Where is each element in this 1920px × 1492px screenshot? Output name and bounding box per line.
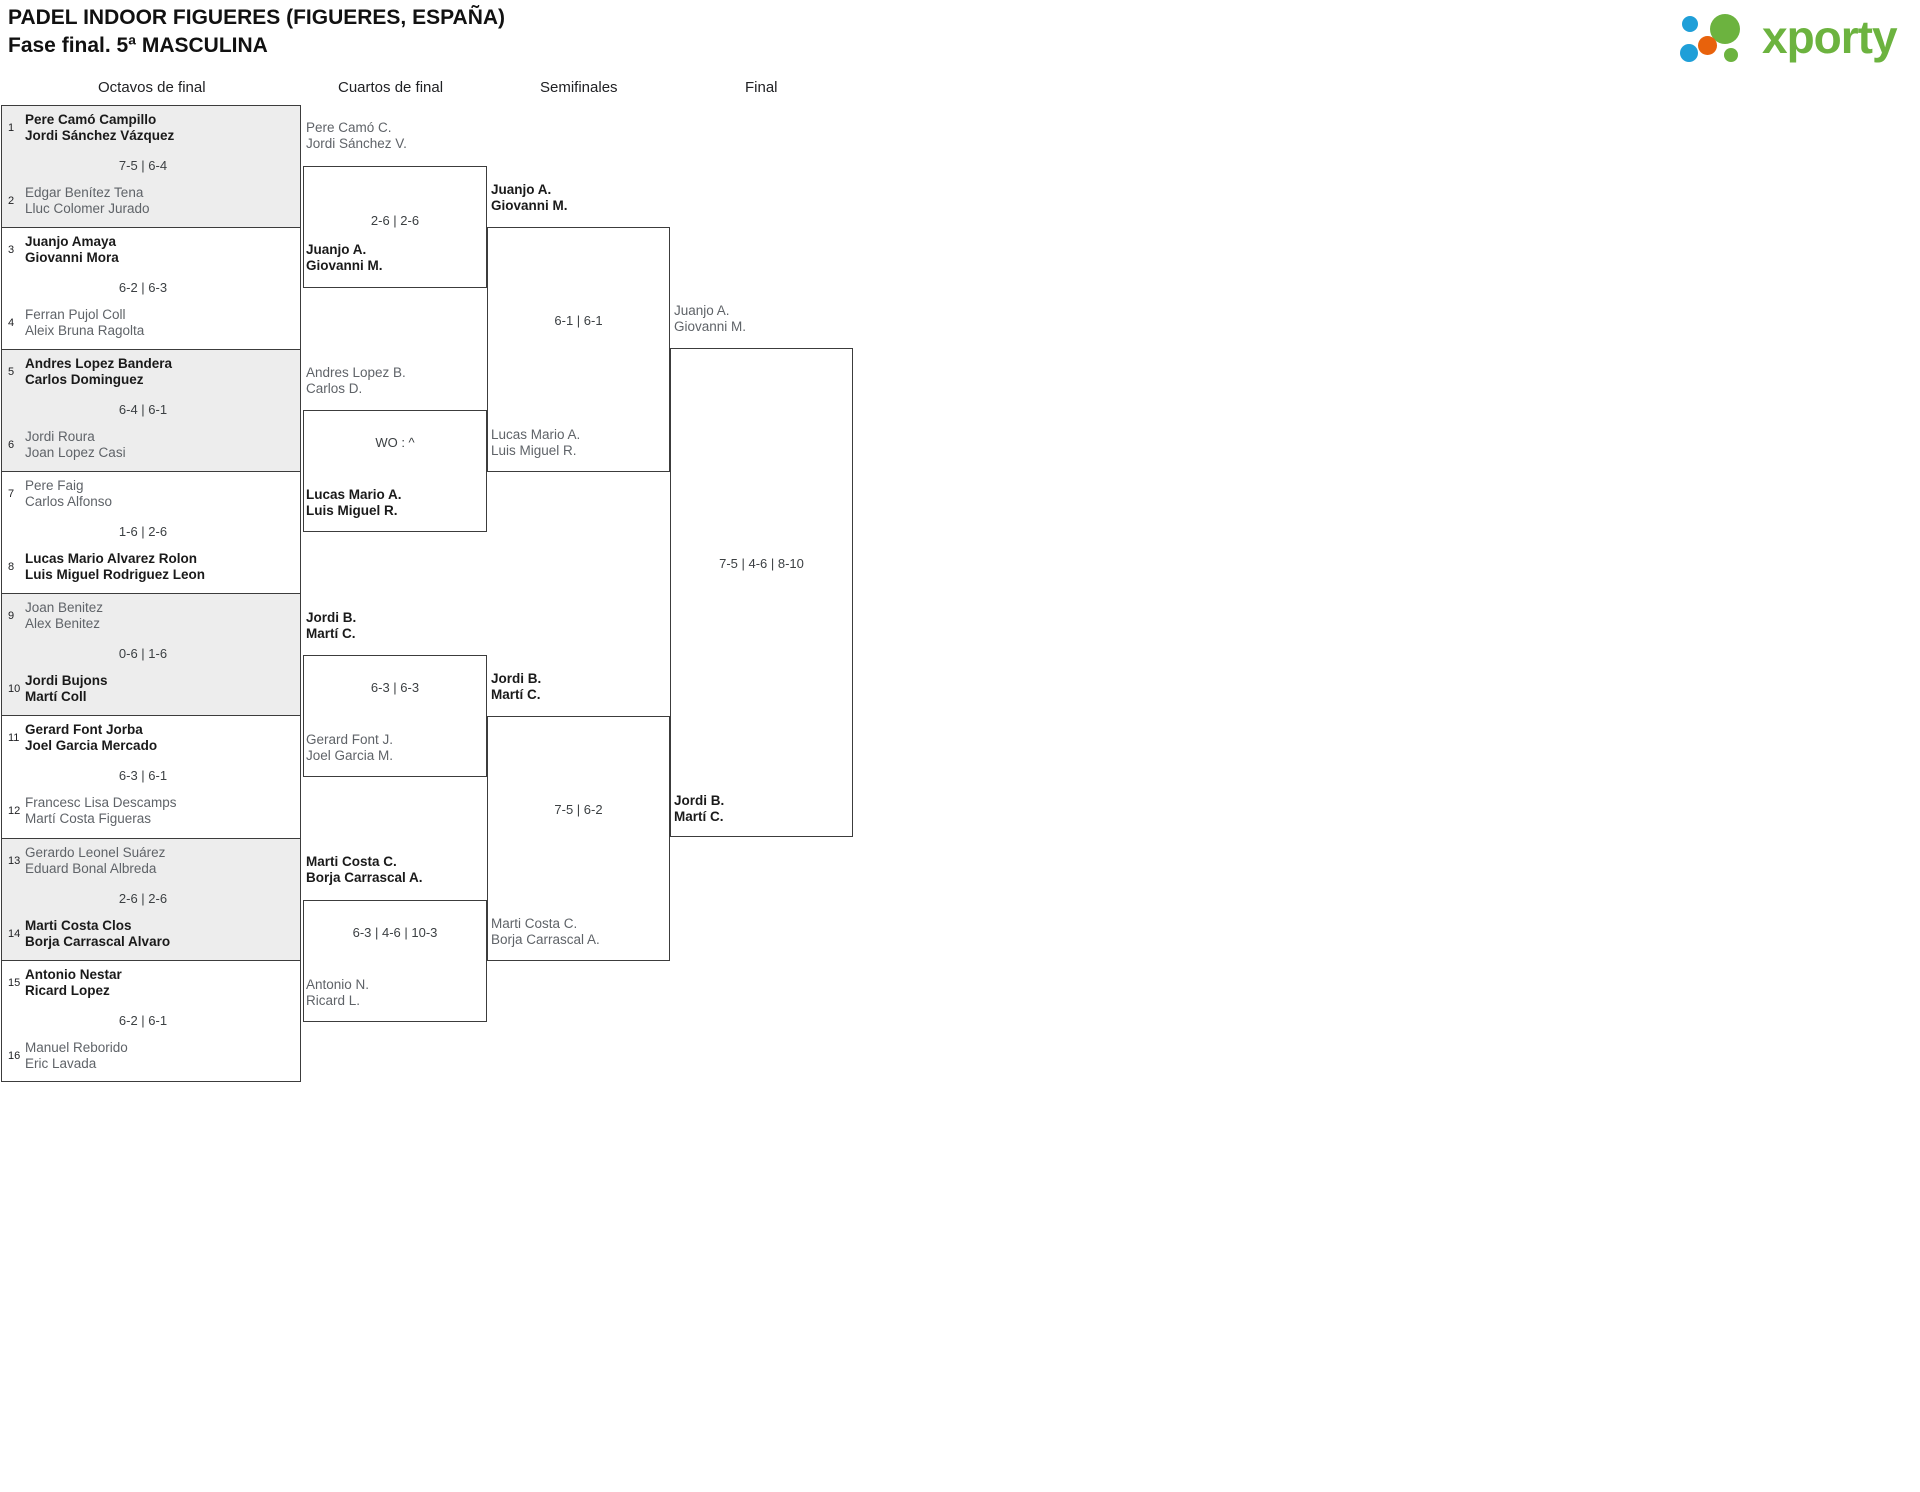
seed-number: 6 [8, 439, 15, 452]
round-header-semis: Semifinales [540, 79, 618, 96]
seed-number: 7 [8, 488, 15, 501]
final-score: 7-5 | 4-6 | 8-10 [719, 556, 804, 571]
seed-number: 10 [8, 683, 21, 696]
qf3-top-team: Jordi B.Martí C. [306, 610, 357, 641]
sf1-box[interactable]: 6-1 | 6-1 [487, 227, 670, 472]
qf2-winner-team: Lucas Mario A.Luis Miguel R. [306, 487, 402, 518]
sf1-score: 6-1 | 6-1 [554, 313, 603, 328]
qf1-box[interactable]: 2-6 | 2-6 [303, 166, 487, 288]
seed-number: 16 [8, 1049, 21, 1062]
qf4-score: 6-3 | 4-6 | 10-3 [352, 925, 438, 940]
tournament-title: PADEL INDOOR FIGUERES (FIGUERES, ESPAÑA) [8, 6, 506, 29]
sf1-top-team: Juanjo A.Giovanni M. [491, 182, 568, 213]
match-score: 6-2 | 6-3 [118, 280, 168, 296]
final-bottom-team: Jordi B.Martí C. [674, 793, 725, 824]
round-header-octavos: Octavos de final [98, 79, 206, 96]
seed-number: 2 [8, 195, 15, 207]
match-score: 6-3 | 6-1 [118, 768, 168, 784]
qf4-bottom-team: Antonio N.Ricard L. [306, 977, 370, 1008]
qf4-box[interactable]: 6-3 | 4-6 | 10-3 [303, 900, 487, 1022]
seed-number: 11 [8, 732, 20, 745]
sf2-score: 7-5 | 6-2 [554, 802, 603, 817]
seed-number: 12 [8, 805, 21, 818]
sf2-bottom-team: Marti Costa C.Borja Carrascal A. [491, 916, 600, 947]
round-header-cuartos: Cuartos de final [338, 79, 444, 96]
seed-number: 1 [8, 122, 15, 134]
xporty-logo: xporty [1672, 6, 1910, 68]
final-top-team: Juanjo A.Giovanni M. [674, 303, 747, 334]
qf3-bottom-team: Gerard Font J.Joel Garcia M. [306, 732, 394, 763]
match-score: 6-4 | 6-1 [118, 402, 168, 418]
qf1-top-team: Pere Camó C.Jordi Sánchez V. [306, 120, 407, 151]
logo-wordmark: xporty [1762, 11, 1898, 63]
match-score: 0-6 | 1-6 [118, 646, 168, 662]
sf2-top-team: Jordi B.Martí C. [491, 671, 542, 702]
sf1-bottom-team: Lucas Mario A.Luis Miguel R. [491, 427, 581, 458]
qf3-box[interactable]: 6-3 | 6-3 [303, 655, 487, 777]
page-title: PADEL INDOOR FIGUERES (FIGUERES, ESPAÑA)… [8, 4, 505, 60]
seed-number: 8 [8, 561, 15, 574]
match-score: 2-6 | 2-6 [118, 890, 168, 906]
seed-number: 15 [8, 976, 21, 989]
qf2-box[interactable]: WO : ^ [303, 410, 487, 532]
qf4-top-team: Marti Costa C.Borja Carrascal A. [306, 854, 423, 885]
qf1-bottom-team: Juanjo A.Giovanni M. [306, 242, 383, 273]
seed-number: 14 [8, 927, 21, 940]
seed-number: 3 [8, 244, 15, 257]
qf2-top-team: Andres Lopez B.Carlos D. [306, 365, 406, 396]
round-header-final: Final [745, 79, 778, 96]
match-score: 7-5 | 6-4 [118, 158, 168, 173]
qf3-score: 6-3 | 6-3 [370, 680, 420, 695]
final-box[interactable]: 7-5 | 4-6 | 8-10 [670, 348, 853, 837]
logo-dots-icon [1680, 14, 1766, 62]
seed-number: 13 [8, 854, 21, 867]
match-score: 1-6 | 2-6 [118, 524, 168, 540]
seed-number: 5 [8, 366, 15, 379]
phase-subtitle: Fase final. 5ª MASCULINA [8, 34, 268, 57]
seed-number: 9 [8, 610, 15, 623]
qf2-score: WO : ^ [375, 435, 415, 450]
sf2-box[interactable]: 7-5 | 6-2 [487, 716, 670, 961]
seed-number: 4 [8, 317, 15, 330]
qf1-score: 2-6 | 2-6 [370, 213, 420, 228]
match-score: 6-2 | 6-1 [118, 1012, 168, 1028]
